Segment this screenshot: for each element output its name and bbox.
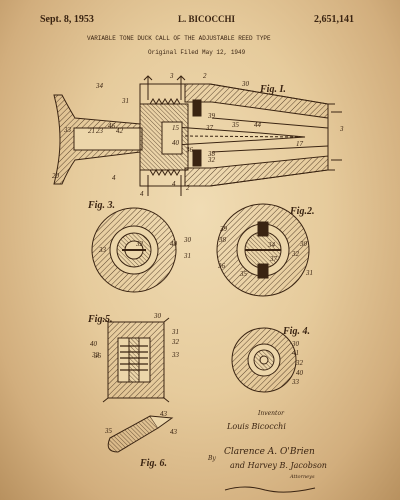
ref-numeral-fig1: 3	[169, 72, 174, 80]
ref-numeral-fig1: 4	[140, 190, 144, 198]
fig5-label: Fig.5.	[87, 314, 112, 325]
ref-numeral-fig4: 32	[295, 359, 304, 367]
ref-numeral-fig3: 33	[98, 246, 107, 254]
ref-numeral-fig2: 39	[219, 225, 228, 233]
ref-numeral-fig2: 31	[305, 269, 313, 277]
ref-numeral-fig4: 30	[291, 340, 300, 348]
inventor-name: Louis Bicocchi	[227, 422, 286, 431]
ref-numeral-fig5: 31	[171, 328, 179, 336]
ref-numeral-fig1: 39	[207, 112, 216, 120]
fig1-label: Fig. I.	[259, 84, 286, 95]
ref-numeral-fig1: 2	[186, 184, 190, 192]
ref-numeral-fig1: 3	[339, 125, 344, 133]
ref-numeral-fig1: 30	[241, 80, 250, 88]
ref-numeral-fig5: 32	[171, 338, 180, 346]
ref-numeral-fig6: 35	[104, 427, 113, 435]
ref-numeral-fig1: 46	[108, 122, 116, 130]
fig2-label: Fig.2.	[289, 206, 314, 217]
ref-numeral-fig1: 4	[112, 174, 116, 182]
ref-numeral-fig1: 2	[203, 72, 207, 80]
ref-numeral-fig2: 37	[269, 255, 278, 263]
ref-numeral-fig5: 36	[93, 352, 102, 360]
ref-numeral-fig1: 37	[205, 124, 214, 132]
figure-2-drawing	[216, 203, 310, 297]
filing-date: Original Filed May 12, 1949	[148, 49, 246, 56]
ref-numeral-fig2: 34	[267, 241, 276, 249]
figure-6-drawing	[107, 415, 174, 453]
attorneys-label: Attorneys	[290, 474, 315, 480]
ref-numeral-fig1: 34	[95, 82, 104, 90]
fig4-label: Fig. 4.	[282, 326, 310, 337]
ref-numeral-fig6: 43	[160, 410, 168, 418]
ref-numeral-fig1: 33	[63, 126, 72, 134]
ref-numeral-fig1: 31	[121, 97, 129, 105]
ref-numeral-fig1: 15	[172, 124, 180, 132]
attorney-signature-1: Clarence A. O'Brien	[224, 447, 315, 457]
patent-number: 2,651,141	[314, 14, 354, 25]
ref-numeral-fig2: 35	[239, 270, 248, 278]
ref-numeral-fig2: 32	[291, 250, 300, 258]
ref-numeral-fig2: 36	[217, 262, 226, 270]
patent-title: VARIABLE TONE DUCK CALL OF THE ADJUSTABL…	[87, 35, 271, 42]
ref-numeral-fig1: 35	[231, 121, 240, 129]
ref-numeral-fig1: 42	[116, 127, 124, 135]
ref-numeral-fig5: 32	[91, 351, 100, 359]
fig3-label: Fig. 3.	[87, 200, 115, 211]
figure-3-drawing	[91, 207, 177, 293]
ref-numeral-fig5: 30	[153, 312, 162, 320]
ref-numeral-fig2: 30	[299, 240, 308, 248]
ref-numeral-fig1: 44	[254, 121, 262, 129]
patent-date: Sept. 8, 1953	[40, 14, 94, 25]
inventor-header: L. BICOCCHI	[178, 14, 236, 24]
figure-4-drawing	[231, 327, 297, 393]
ref-numeral-fig1: 38	[207, 150, 216, 158]
ref-numeral-fig2: 38	[218, 236, 227, 244]
ref-numeral-fig1: 21	[88, 127, 95, 135]
ref-numeral-fig4: 41	[292, 349, 299, 357]
fig6-label: Fig. 6.	[139, 458, 167, 469]
ref-numeral-fig1: 40	[172, 139, 180, 147]
ref-numeral-fig6: 43	[170, 428, 178, 436]
ref-numeral-fig1: 32	[207, 156, 216, 164]
attorney-signature-2: and Harvey B. Jacobson	[230, 461, 327, 470]
figure-1-drawing	[53, 75, 342, 196]
ref-numeral-fig1: 17	[296, 140, 304, 148]
ref-numeral-fig3: 40	[170, 240, 178, 248]
by-label: By	[208, 455, 216, 462]
ref-numeral-fig4: 40	[296, 369, 304, 377]
ref-numeral-fig4: 33	[291, 378, 300, 386]
ref-numeral-fig3: 32	[135, 240, 144, 248]
ref-numeral-fig5: 33	[171, 351, 180, 359]
ref-numeral-fig1: 23	[96, 127, 104, 135]
inventor-label: Inventor	[258, 410, 284, 417]
ref-numeral-fig1: 36	[185, 146, 194, 154]
ref-numeral-fig3: 30	[183, 236, 192, 244]
signature-underline	[224, 486, 316, 493]
ref-numeral-fig3: 31	[183, 252, 191, 260]
ref-numeral-fig1: 4	[172, 180, 176, 188]
ref-numeral-fig5: 40	[90, 340, 98, 348]
figure-5-drawing	[102, 317, 170, 403]
ref-numeral-fig1: 20	[52, 172, 60, 180]
